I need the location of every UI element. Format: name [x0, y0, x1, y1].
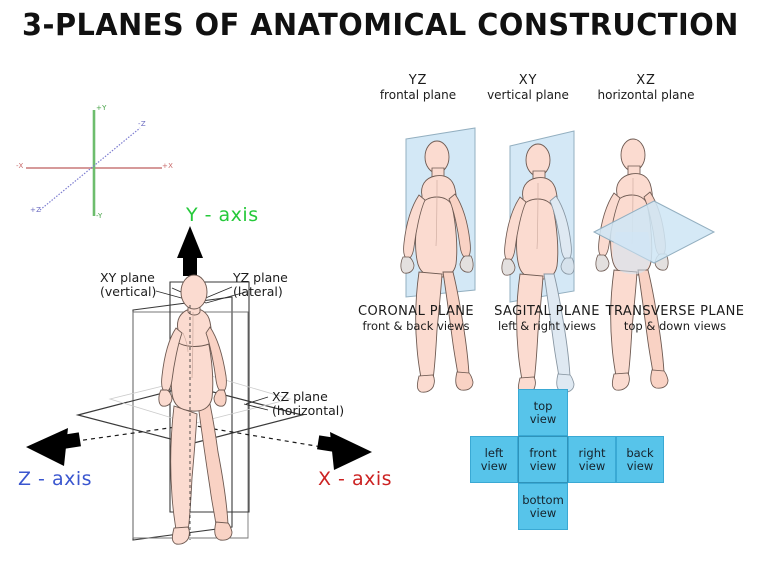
figure-head-coronal-code: YZ — [408, 73, 428, 88]
cube-net-diagram: top view left view front view right view… — [470, 389, 668, 531]
label-xz-plane-code: XZ plane — [272, 389, 328, 404]
label-yz-plane-code: YZ plane — [233, 270, 288, 285]
cube-net-cell-front: front view — [518, 436, 568, 483]
cube-net-cell-front-line2: view — [529, 458, 557, 473]
axis-key-label-minus-x: -X — [16, 162, 24, 170]
xz-plane-outline-inner — [108, 374, 292, 425]
cube-net-cell-right-line2: view — [578, 458, 606, 473]
xy-plane-leader — [155, 286, 233, 303]
transverse-figure — [592, 138, 716, 391]
yz-plane-outline-back — [132, 311, 249, 539]
label-yz-plane-descriptor: (lateral) — [233, 284, 283, 299]
axis-key-diagram: +Y -Y +X -X -Z +Z — [10, 100, 180, 220]
z-axis-arrow-shaft — [57, 432, 81, 450]
cube-net-cell-top-line2: view — [529, 411, 557, 426]
cube-net-cell-bottom-line1: bottom — [522, 492, 564, 507]
figure-caption-coronal-title: CORONAL PLANE — [358, 304, 474, 319]
sagital-figure — [501, 130, 575, 395]
main-body-figure — [158, 274, 233, 545]
label-y-axis: Y - axis — [186, 204, 259, 226]
xz-plane-leader — [243, 396, 269, 411]
figure-caption-coronal: CORONAL PLANE front & back views — [352, 304, 480, 334]
cube-net-cell-left-line1: left — [484, 445, 504, 460]
label-xy-plane-code: XY plane — [100, 270, 155, 285]
label-xy-plane-descriptor: (vertical) — [100, 284, 157, 299]
label-xz-plane: XZ plane (horizontal) — [272, 390, 344, 418]
cube-net-cell-right: right view — [568, 436, 616, 483]
xy-plane-outline — [132, 296, 233, 541]
x-axis-arrowhead — [330, 432, 372, 470]
axis-key-label-plus-y: +Y — [96, 104, 107, 112]
cube-net-cell-back-line1: back — [626, 445, 654, 460]
figure-caption-coronal-subtitle: front & back views — [362, 319, 470, 333]
cube-net-cell-top-line1: top — [533, 398, 553, 413]
figure-head-transverse-sub: horizontal plane — [597, 88, 695, 102]
figure-head-sagital-sub: vertical plane — [487, 88, 569, 102]
cube-net-cell-bottom: bottom view — [518, 483, 568, 530]
x-axis-dashed-line — [189, 424, 323, 448]
z-axis-dashed-line — [69, 424, 191, 443]
label-z-axis: Z - axis — [18, 468, 93, 490]
figure-caption-sagital-subtitle: left & right views — [497, 319, 597, 333]
xz-plane-outline — [75, 385, 305, 445]
figure-head-transverse: XZ horizontal plane — [592, 73, 700, 103]
label-xy-plane: XY plane (vertical) — [100, 271, 156, 299]
cube-net-cell-right-line1: right — [578, 445, 606, 460]
figure-head-transverse-code: XZ — [636, 73, 656, 88]
y-axis-arrow-shaft — [183, 252, 197, 276]
figure-head-coronal-sub: frontal plane — [379, 88, 457, 102]
figure-caption-sagital-title: SAGITAL PLANE — [494, 304, 600, 319]
cube-net-cell-top: top view — [518, 389, 568, 436]
axis-key-label-minus-y: -Y — [96, 212, 103, 220]
cube-net-cell-back: back view — [616, 436, 664, 483]
figure-caption-transverse-subtitle: top & down views — [623, 319, 727, 333]
z-axis-arrowhead — [26, 428, 68, 466]
figure-head-sagital-code: XY — [518, 73, 538, 88]
axis-key-label-plus-z: +Z — [30, 206, 42, 214]
figure-caption-transverse: TRANSVERSE PLANE top & down views — [600, 304, 750, 334]
cube-net-cell-left: left view — [470, 436, 518, 483]
figure-caption-sagital: SAGITAL PLANE left & right views — [487, 304, 607, 334]
cube-net-cell-bottom-line2: view — [529, 505, 557, 520]
figure-head-coronal: YZ frontal plane — [370, 73, 466, 103]
cube-net-cell-back-line2: view — [626, 458, 654, 473]
cube-net-cell-front-line1: front — [529, 445, 557, 460]
coronal-figure — [400, 127, 476, 393]
yz-plane-outline — [169, 281, 250, 513]
figure-head-sagital: XY vertical plane — [480, 73, 576, 103]
figure-caption-transverse-title: TRANSVERSE PLANE — [605, 304, 745, 319]
y-axis-arrowhead — [177, 226, 203, 258]
label-xz-plane-descriptor: (horizontal) — [272, 403, 345, 418]
axis-key-z-line — [39, 127, 141, 211]
label-yz-plane: YZ plane (lateral) — [233, 271, 288, 299]
page-title: 3-PLANES OF ANATOMICAL CONSTRUCTION — [22, 8, 739, 43]
axis-key-label-minus-z: -Z — [138, 120, 146, 128]
cube-net-cell-left-line2: view — [480, 458, 508, 473]
axis-key-label-plus-x: +X — [162, 162, 174, 170]
x-axis-arrow-shaft — [317, 435, 341, 453]
label-x-axis: X - axis — [318, 468, 393, 490]
axis-key-svg — [26, 110, 162, 216]
